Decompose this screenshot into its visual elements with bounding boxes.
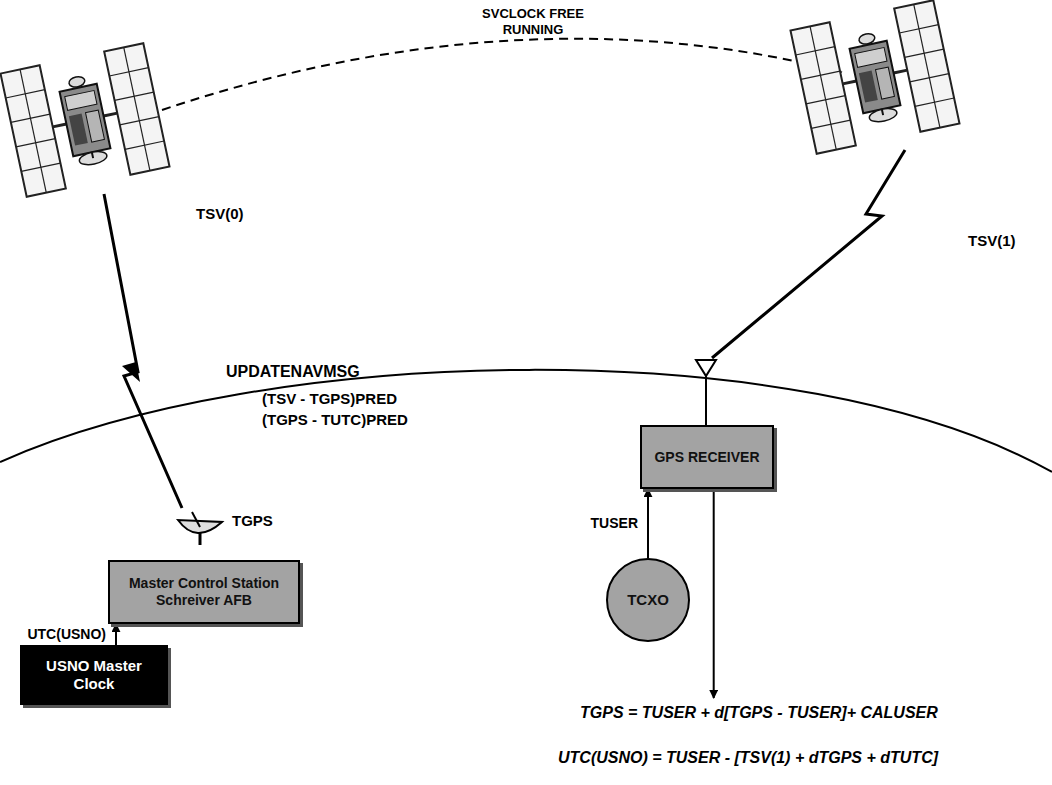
control-station-box: Master Control Station Schreiver AFB — [108, 560, 300, 624]
signal-label: UTC(USNO) — [25, 626, 108, 643]
time-label: TGPS — [232, 512, 273, 530]
oscillator-circle: TCXO — [606, 558, 690, 642]
correction-term: (TSV - TGPS)PRED — [262, 390, 397, 408]
receiver-box: GPS RECEIVER — [640, 425, 774, 489]
box-text: USNO Master Clock — [30, 657, 158, 693]
output-arrow — [713, 489, 715, 698]
signal-arrow — [115, 624, 117, 645]
time-equation: UTC(USNO) = TUSER - [TSV(1) + dTGPS + dT… — [558, 748, 938, 767]
clock-box: USNO Master Clock — [20, 645, 168, 705]
clock-note: SVCLOCK FREE RUNNING — [470, 6, 596, 37]
satellite-time: TSV(1) — [968, 232, 1016, 250]
signal-arrow — [647, 489, 649, 558]
uplink-label: UPDATENAVMSG — [226, 362, 360, 381]
signal-label: TUSER — [589, 515, 640, 532]
time-equation: TGPS = TUSER + d[TGPS - TUSER]+ CALUSER — [580, 703, 938, 722]
box-text: TCXO — [627, 591, 669, 609]
box-text: Master Control Station Schreiver AFB — [118, 575, 290, 609]
box-text: GPS RECEIVER — [654, 449, 759, 466]
satellite-time: TSV(0) — [196, 205, 244, 223]
correction-term: (TGPS - TUTC)PRED — [262, 411, 408, 429]
